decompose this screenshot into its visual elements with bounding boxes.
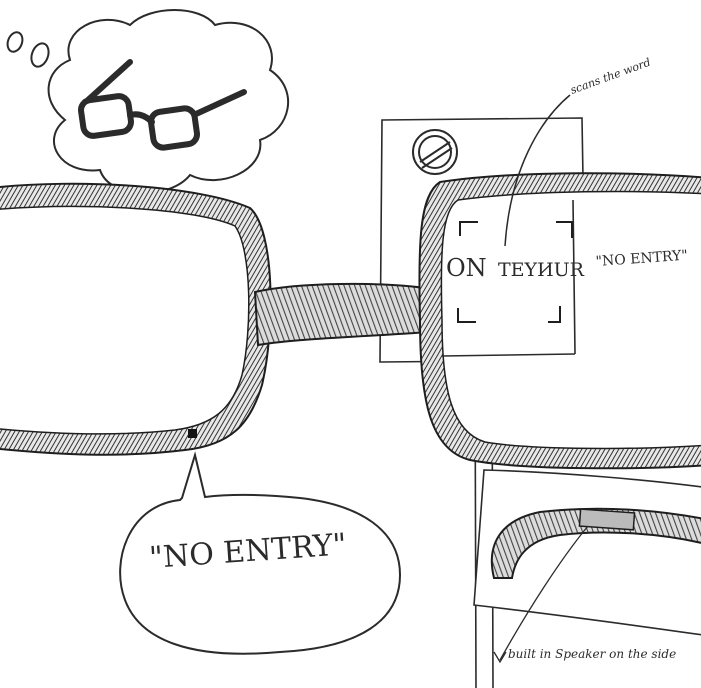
scan-annotation: scans the word <box>569 56 653 97</box>
thought-dots <box>5 30 52 69</box>
side-view-panel <box>474 470 701 662</box>
no-entry-sign-icon <box>413 130 457 174</box>
glasses-left-lens <box>0 184 271 455</box>
sign-text-right: TEYИUR <box>498 259 585 281</box>
speaker-annotation-line: built in Speaker on the side <box>508 647 676 661</box>
camera-dot <box>188 429 197 438</box>
thought-cloud <box>49 10 289 193</box>
sign-text-left: ON <box>446 254 487 282</box>
speaker-annotation: built in Speaker on the side <box>508 647 676 661</box>
